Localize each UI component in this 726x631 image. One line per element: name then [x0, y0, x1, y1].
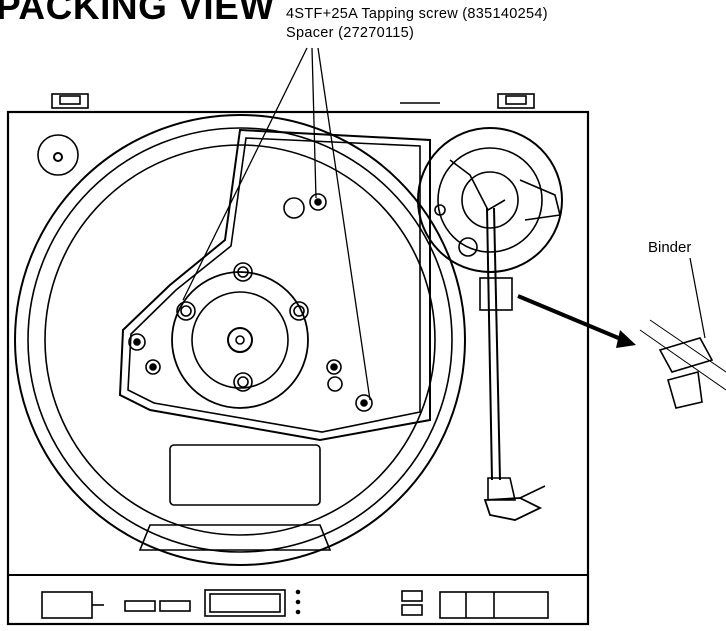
hinge-left-icon: [51, 93, 89, 109]
front-cutout: [169, 444, 321, 506]
spacer-callout-label: Spacer (27270115): [286, 25, 415, 41]
tonearm-icon: [479, 207, 517, 501]
callout-leaders: [182, 47, 371, 401]
binder-clip-icon: [639, 257, 726, 409]
screw-callout-label: 4STF+25A Tapping screw (835140254): [286, 6, 548, 22]
control-panel: [41, 589, 549, 619]
page-title: PACKING VIEW: [0, 0, 275, 27]
cabinet-outline: [6, 110, 590, 626]
arrow-icon: [517, 294, 636, 348]
hinge-right-icon: [497, 93, 535, 109]
tonearm-base-icon: [417, 127, 563, 273]
cartridge-icon: [483, 485, 546, 521]
packing-plate-outline: [118, 128, 431, 442]
screw-icon: [128, 193, 373, 412]
platter-icon: [14, 114, 466, 566]
corner-knob-icon: [37, 134, 79, 176]
mount-holes: [145, 262, 342, 392]
binder-callout-label: Binder: [648, 239, 692, 256]
